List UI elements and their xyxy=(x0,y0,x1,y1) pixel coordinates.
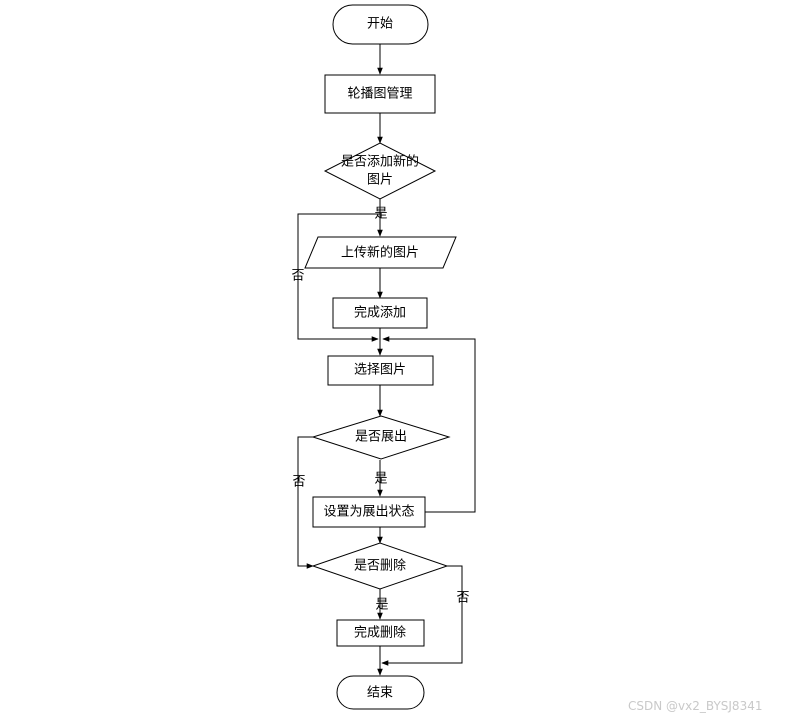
watermark: CSDN @vx2_BYSJ8341 xyxy=(628,699,763,713)
show-no-label: 否 xyxy=(292,475,305,490)
show-yes-label: 是 xyxy=(374,472,387,487)
set-show-label: 设置为展出状态 xyxy=(323,505,414,520)
start-terminator xyxy=(332,4,429,45)
done-add-label: 完成添加 xyxy=(354,306,406,321)
show-decision-diamond xyxy=(311,415,451,460)
upload-io-parallelogram xyxy=(304,236,457,269)
end-label: 结束 xyxy=(367,686,393,701)
delete-yes-label: 是 xyxy=(375,598,388,613)
edge-addq-no xyxy=(297,213,380,342)
start-label: 开始 xyxy=(367,17,393,32)
add-decision-label-line2: 图片 xyxy=(367,173,393,188)
done-delete-label: 完成删除 xyxy=(354,626,406,641)
show-decision-label: 是否展出 xyxy=(355,430,407,445)
add-yes-label: 是 xyxy=(374,207,387,222)
done-add-process-box xyxy=(332,297,428,329)
delete-decision-diamond xyxy=(311,542,449,590)
carousel-process-box xyxy=(324,74,436,114)
add-decision-diamond xyxy=(323,142,437,200)
delete-no-label: 否 xyxy=(456,591,469,606)
delete-decision-label: 是否删除 xyxy=(354,559,406,574)
carousel-label: 轮播图管理 xyxy=(347,87,412,102)
end-terminator xyxy=(336,675,425,710)
done-delete-process-box xyxy=(336,619,425,647)
add-no-label: 否 xyxy=(291,269,304,284)
add-decision-label-line1: 是否添加新的 xyxy=(341,154,419,170)
select-process-box xyxy=(327,355,434,386)
upload-label: 上传新的图片 xyxy=(341,245,419,261)
edge-showq-no xyxy=(297,436,314,569)
edge-setshow-loop xyxy=(382,336,476,513)
edge-delq-no xyxy=(381,565,463,666)
set-show-process-box xyxy=(312,496,426,528)
select-label: 选择图片 xyxy=(354,363,406,378)
